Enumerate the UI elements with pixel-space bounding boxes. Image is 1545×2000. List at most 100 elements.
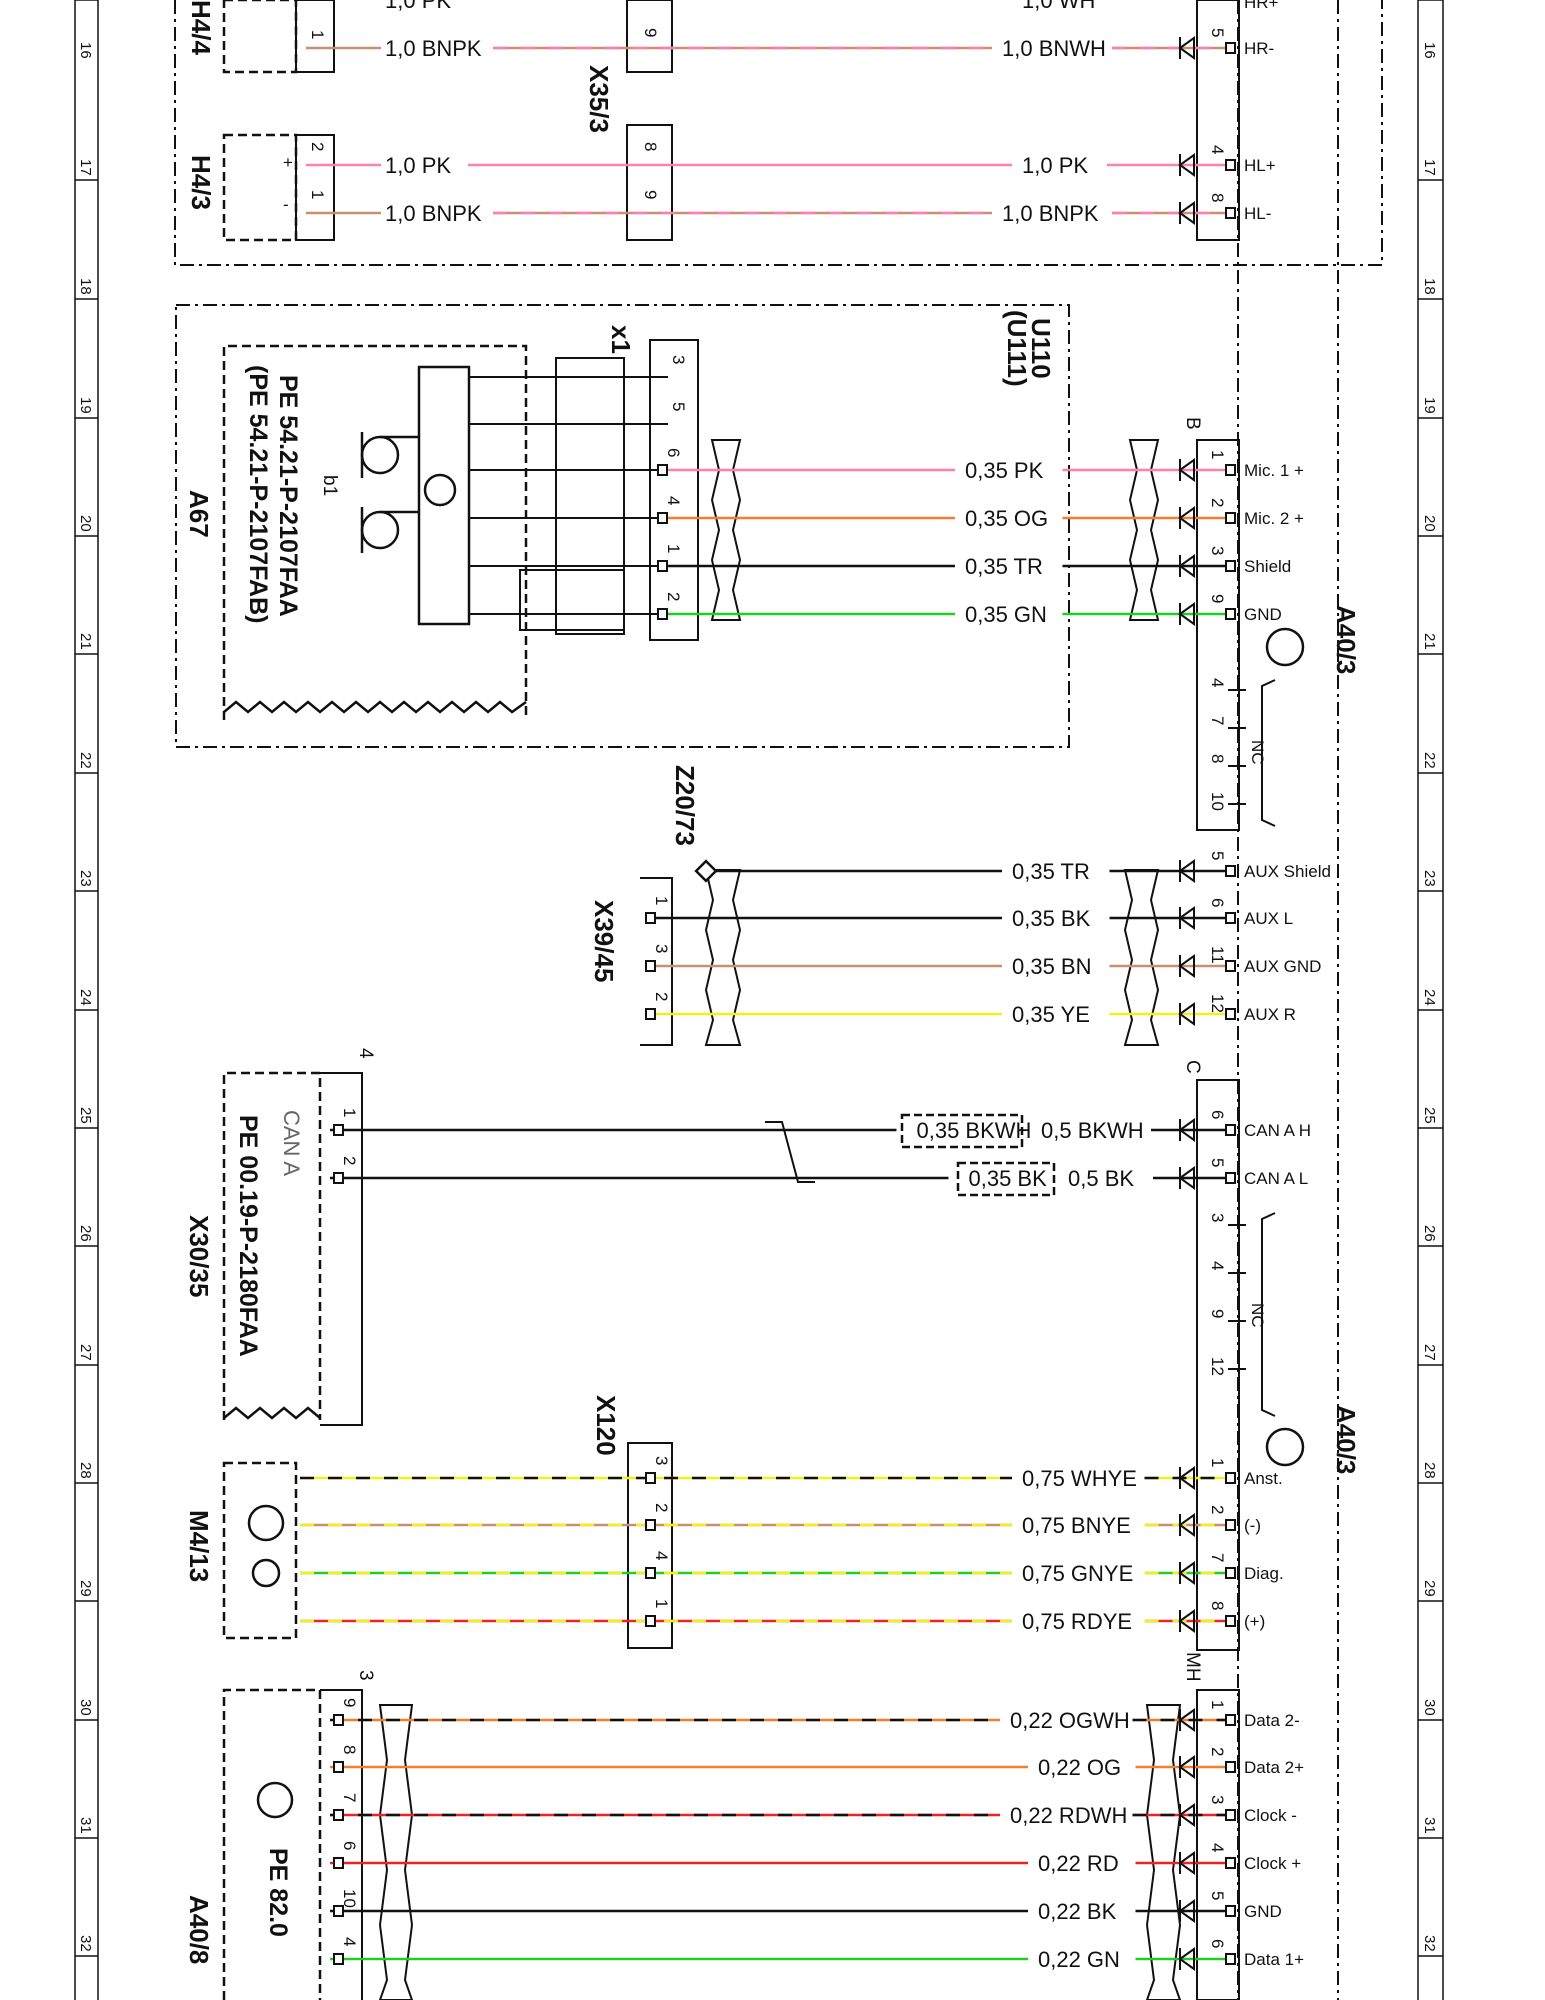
pin-marker	[657, 464, 668, 476]
wire-right-label: 0,35 TR	[1012, 859, 1090, 884]
left-pin-number: 4	[652, 1551, 671, 1560]
label-x35-3: X35/3	[584, 65, 614, 133]
left-pin-number: 3	[652, 944, 671, 953]
wire-direction-arrow	[1178, 1466, 1195, 1490]
pin-marker	[645, 1519, 656, 1531]
wire-direction-arrow	[1178, 1803, 1195, 1827]
wire-direction-arrow	[1178, 1851, 1195, 1875]
pin-marker	[645, 960, 656, 972]
label-a67: A67	[184, 490, 214, 538]
wire-right-label: 0,75 GNYE	[1022, 1561, 1133, 1586]
left-pin-number: 1	[664, 544, 683, 553]
wire-h4-3-pk	[306, 153, 1236, 177]
wire-direction-arrow	[1178, 1609, 1195, 1633]
connector-letter-c: C	[1182, 1060, 1203, 1074]
pin-marker	[1225, 1761, 1236, 1773]
wire-boxed-label: 0,35 BKWH	[917, 1118, 1032, 1143]
wire-minus	[300, 1513, 1236, 1537]
label-x39-45: X39/45	[589, 900, 619, 982]
label-u111: (U111)	[1002, 310, 1032, 387]
can-label-boxes	[900, 1113, 1056, 1197]
h4-4-pin-1: 1	[308, 30, 327, 39]
left-pin-number: 4	[664, 496, 683, 505]
left-pin-number: 1	[340, 1108, 359, 1117]
grid-row-number-left: 26	[77, 1225, 94, 1242]
nc-pin-number: 9	[1208, 1309, 1227, 1318]
connector-pin-number: 8	[1208, 193, 1227, 202]
grid-row-number-right: 27	[1421, 1344, 1438, 1361]
wire-direction-arrow	[1178, 458, 1195, 482]
pin-marker	[1225, 1567, 1236, 1579]
pin-marker	[333, 1761, 344, 1773]
pin-marker	[1225, 1472, 1236, 1484]
terminal-label: Clock +	[1244, 1854, 1301, 1873]
grid-row-number-left: 25	[77, 1107, 94, 1124]
pin-marker	[645, 1472, 656, 1484]
grid-row-number-right: 29	[1421, 1580, 1438, 1597]
connector-pin-number: 1	[1208, 1458, 1227, 1467]
terminal-label: Diag.	[1244, 1564, 1284, 1583]
connector-pin-number: 6	[1208, 1110, 1227, 1119]
wire-right-label: 0,5 BK	[1068, 1166, 1134, 1191]
grid-row-number-left: 32	[77, 1935, 94, 1952]
grid-row-number-left: 24	[77, 989, 94, 1006]
x1-pin-3: 3	[669, 355, 688, 364]
grid-row-number-right: 22	[1421, 752, 1438, 769]
wire-direction-arrow	[1178, 1947, 1195, 1971]
nc-label-lower: NC	[1248, 1303, 1267, 1328]
connector-letter-mh: MH	[1182, 1652, 1203, 1682]
pin-marker	[1225, 1809, 1236, 1821]
grid-row-number-right: 16	[1421, 42, 1438, 59]
wire-boxed-label: 0,35 BK	[969, 1166, 1048, 1191]
top-partial-terminal: HR+	[1244, 0, 1279, 12]
nc-pin-number: 7	[1208, 716, 1227, 725]
grid-row-number-left: 19	[77, 397, 94, 414]
h4-3-pin-1: 1	[308, 190, 327, 199]
terminal-label: GND	[1244, 1902, 1282, 1921]
terminal-label: GND	[1244, 605, 1282, 624]
wire-can-h	[330, 1118, 1236, 1142]
wire-right-label: 0,5 BKWH	[1041, 1118, 1144, 1143]
left-pin-number: 4	[340, 1937, 359, 1946]
wire-right-label: 0,35 TR	[965, 554, 1043, 579]
grid-row-number-left: 20	[77, 515, 94, 532]
terminal-label: (+)	[1244, 1612, 1265, 1631]
top-partial-left-label: 1,0 PK	[385, 0, 451, 13]
grid-row-number-left: 28	[77, 1462, 94, 1479]
wire-data1-plus	[330, 1947, 1236, 1971]
wire-direction-arrow	[1178, 554, 1195, 578]
wire-direction-arrow	[1178, 1561, 1195, 1585]
grid-row-number-right: 28	[1421, 1462, 1438, 1479]
grid-row-number-left: 31	[77, 1817, 94, 1834]
grid-row-number-left: 22	[77, 752, 94, 769]
wire-data2-minus	[330, 1708, 1236, 1732]
nc-pin-number: 4	[1208, 678, 1227, 687]
left-pin-number: 8	[340, 1745, 359, 1754]
grid-row-number-right: 32	[1421, 1935, 1438, 1952]
pin-marker	[1225, 1857, 1236, 1869]
wire-direction-arrow	[1178, 36, 1195, 60]
label-a40-8: A40/8	[184, 1895, 214, 1964]
x35-pin-9a: 9	[641, 28, 660, 37]
connector-pin-number: 7	[1208, 1553, 1227, 1562]
connector-pin-number: 3	[1208, 546, 1227, 555]
connector-pin-number: 4	[1208, 145, 1227, 154]
terminal-label: AUX R	[1244, 1005, 1296, 1024]
pin-marker	[1225, 1008, 1236, 1020]
terminal-label: Mic. 2 +	[1244, 509, 1304, 528]
wire-data2-plus	[330, 1755, 1236, 1779]
terminal-label: HR-	[1244, 39, 1274, 58]
wire-direction-arrow	[1178, 1002, 1195, 1026]
connector-pin-number: 2	[1208, 1505, 1227, 1514]
terminal-label: Shield	[1244, 557, 1291, 576]
wire-gnd-data	[330, 1899, 1236, 1923]
wire-h4-4-bnpk	[306, 36, 1236, 60]
terminal-label: CAN A L	[1244, 1169, 1308, 1188]
grid-row-number-right: 21	[1421, 633, 1438, 650]
wire-plus	[300, 1609, 1236, 1633]
grid-row-number-left: 29	[77, 1580, 94, 1597]
pin-marker	[657, 560, 668, 572]
